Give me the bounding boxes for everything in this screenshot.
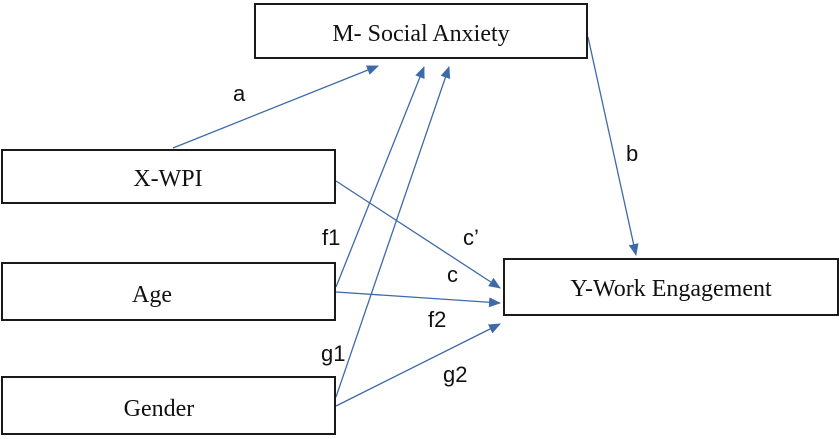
y-node: Y-Work Engagement (503, 258, 839, 316)
x-node: X-WPI (1, 149, 336, 204)
age-node: Age (1, 262, 336, 321)
x-label: X-WPI (133, 166, 202, 192)
mediator-label: M- Social Anxiety (332, 21, 509, 47)
y-box (503, 258, 839, 316)
y-label: Y-Work Engagement (570, 276, 772, 302)
path-c-prime-arrow (335, 180, 501, 289)
age-box (1, 262, 336, 321)
gender-box (1, 376, 336, 435)
path-c-prime-label: c’ (463, 225, 479, 250)
path-f1-arrow (335, 66, 425, 288)
mediator-box (254, 3, 588, 59)
path-a-arrow (172, 65, 379, 149)
path-f2-arrow (335, 291, 501, 308)
mediator-node: M- Social Anxiety (254, 3, 588, 59)
path-b-arrow (587, 36, 639, 256)
path-f1-label: f1 (322, 225, 340, 250)
gender-node: Gender (1, 376, 336, 435)
path-f2-label: f2 (428, 307, 446, 332)
path-g2-arrow (335, 323, 501, 407)
x-box (1, 149, 336, 204)
path-g2-label: g2 (443, 362, 467, 387)
path-c-label: c (447, 262, 458, 287)
path-g1-arrow (335, 66, 451, 398)
path-a-label: a (233, 81, 246, 106)
age-label: Age (132, 282, 172, 308)
path-b-label: b (626, 141, 638, 166)
gender-label: Gender (124, 396, 195, 422)
path-g1-label: g1 (321, 341, 345, 366)
